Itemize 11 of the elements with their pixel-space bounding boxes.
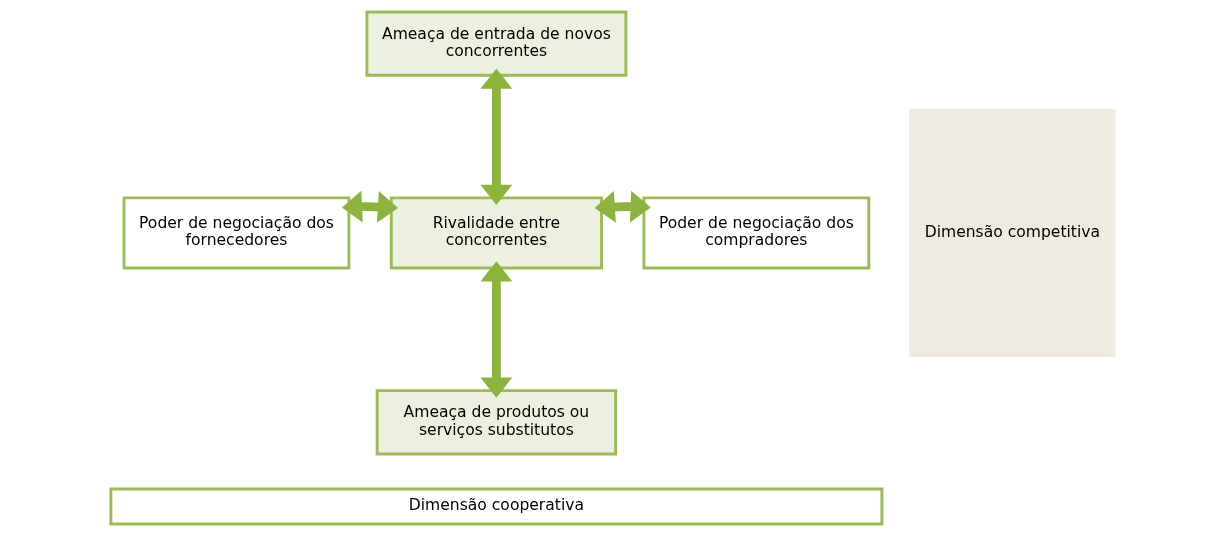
arrow: [480, 261, 512, 398]
node-box: Ameaça de entrada de novos concorrentes: [364, 10, 627, 77]
node-box: Dimensão competitiva: [908, 108, 1116, 358]
node-box: Rivalidade entre concorrentes: [389, 196, 603, 270]
arrow: [341, 190, 398, 223]
node-box: Dimensão cooperativa: [108, 487, 883, 526]
node-box: Ameaça de produtos ou serviços substitutos: [375, 389, 617, 456]
arrow: [594, 190, 651, 223]
arrow: [480, 68, 512, 205]
node-box: Poder de negociação dos fornecedores: [122, 196, 350, 270]
node-box: Poder de negociação dos compradores: [641, 196, 870, 270]
